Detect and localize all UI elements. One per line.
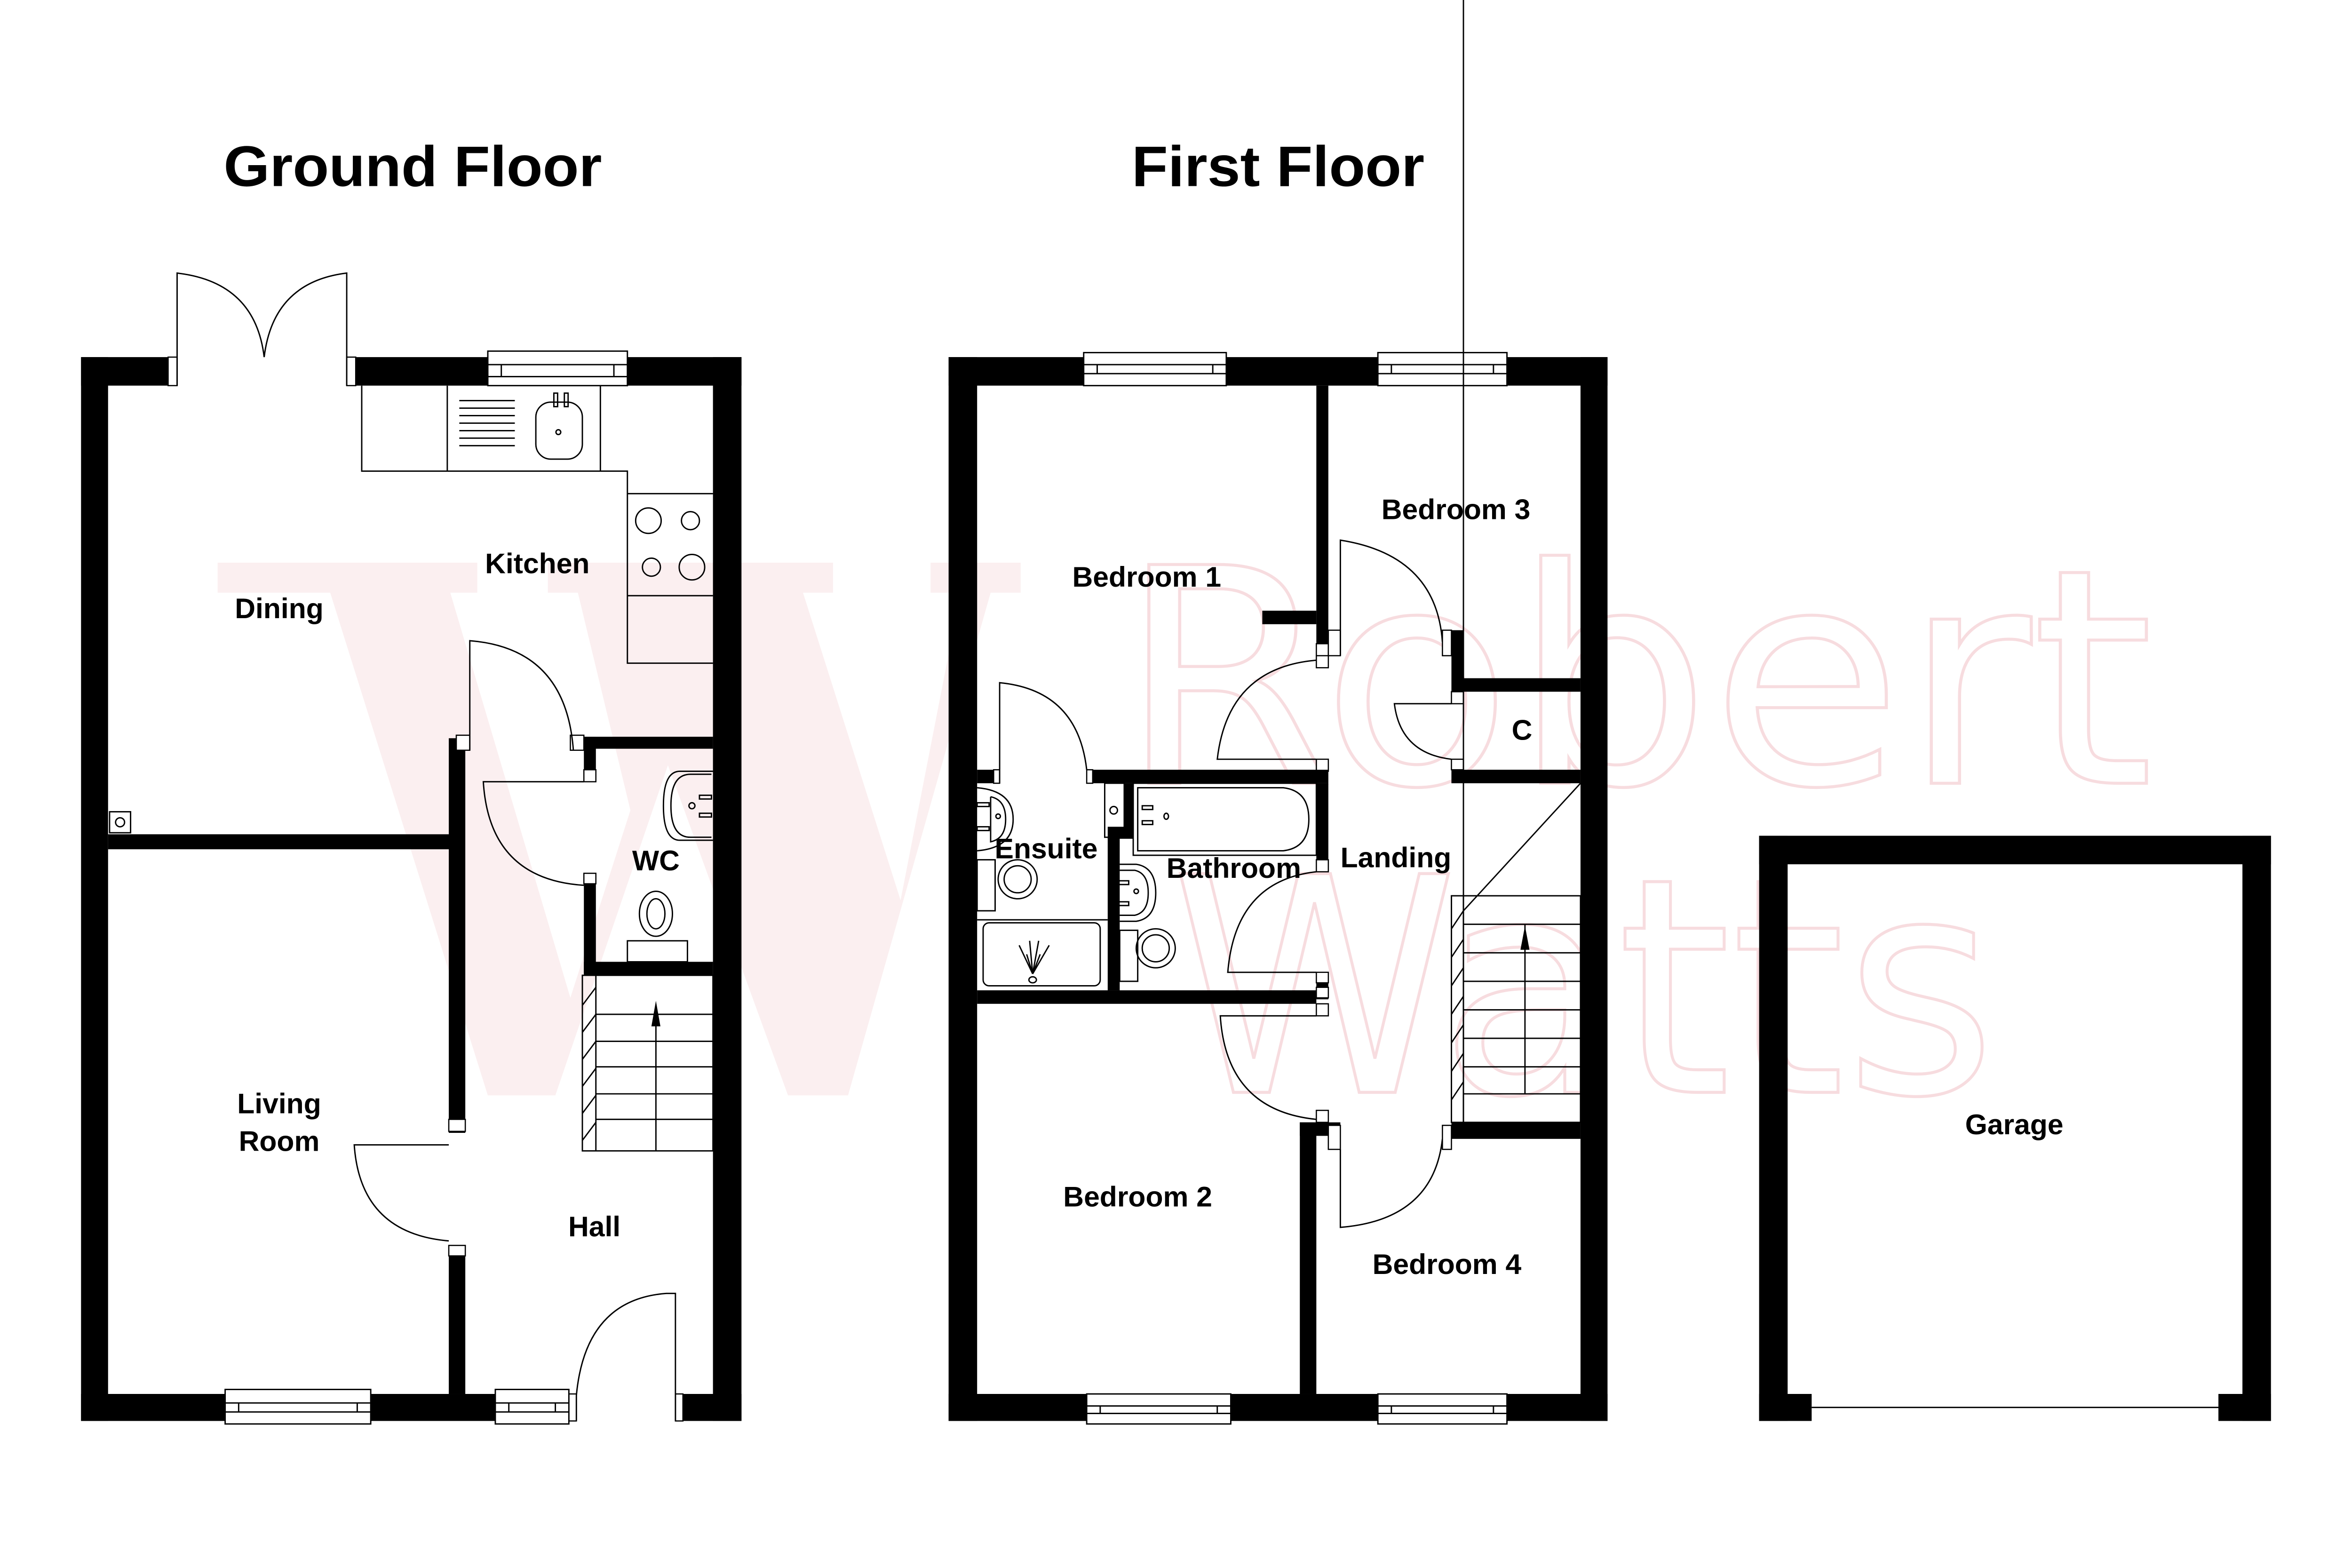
wall (1124, 783, 1134, 837)
ensuite-basin-icon (976, 787, 1014, 852)
door-cupboard[interactable] (1393, 703, 1452, 760)
wall (1759, 836, 2271, 865)
bathroom-basin-icon (1117, 863, 1157, 922)
door-ensuite[interactable] (999, 682, 1088, 783)
watermark-logo (217, 563, 1021, 1096)
room-label-garage: Garage (1965, 1108, 2064, 1140)
room-label-bedroom-4: Bedroom 4 (1373, 1248, 1522, 1280)
wall (1262, 611, 1317, 624)
first-floor-title: First Floor (1132, 135, 1424, 199)
first-floor: Bedroom 1 Bedroom 3 C Ensuite Bathroom L… (948, 0, 1608, 1425)
room-label-wc: WC (632, 844, 680, 876)
door-bedroom-1[interactable] (1216, 655, 1329, 772)
door-bedroom-3[interactable] (1339, 539, 1443, 656)
wall (1759, 1394, 1812, 1421)
wall (2218, 1394, 2271, 1421)
room-label-hall: Hall (568, 1210, 620, 1242)
french-doors[interactable] (167, 272, 357, 386)
door-bedroom-4[interactable] (1339, 1138, 1443, 1228)
room-label-cupboard: C (1512, 714, 1533, 746)
ground-floor-title: Ground Floor (223, 135, 602, 199)
wall (1759, 836, 1788, 1421)
wall (584, 737, 713, 749)
door-bathroom[interactable] (1227, 871, 1317, 973)
wall (977, 770, 994, 783)
wall (1451, 770, 1581, 783)
wall (584, 962, 713, 976)
drainer-icon (459, 400, 515, 446)
door-front[interactable] (568, 1292, 684, 1422)
kitchen-counter (361, 385, 713, 664)
wall (1231, 1394, 1378, 1421)
wall (1300, 1122, 1317, 1394)
window (1086, 1393, 1232, 1425)
window (1083, 352, 1227, 387)
wall (449, 738, 466, 1133)
stairs (581, 974, 714, 1152)
wall (1226, 357, 1378, 386)
wall (81, 1394, 225, 1421)
window (494, 1389, 570, 1425)
watermark: Robert Watts (217, 504, 2155, 1165)
stairs (1451, 0, 1581, 1123)
room-label-living-line2: Room (239, 1125, 320, 1157)
watermark-line1: Robert (1118, 505, 2154, 854)
sink-icon (535, 392, 583, 460)
shower-icon (977, 919, 1108, 987)
room-label-bedroom-2: Bedroom 2 (1063, 1180, 1212, 1212)
wall (1580, 357, 1608, 1421)
shelf-icon (1104, 782, 1125, 838)
wall (1451, 1122, 1581, 1139)
window (224, 1389, 372, 1425)
wall (371, 1394, 495, 1421)
wall (584, 873, 596, 974)
wall (2242, 836, 2271, 1421)
wc-basin-icon (662, 770, 713, 841)
wall (354, 357, 488, 386)
room-label-kitchen: Kitchen (485, 547, 589, 579)
bath-icon (1132, 782, 1317, 856)
stairs-up-arrow-icon (1520, 925, 1530, 950)
wall (948, 357, 977, 1421)
door-bedroom-2[interactable] (1219, 1015, 1317, 1120)
door-living-room[interactable] (353, 1144, 449, 1242)
boiler-icon (109, 811, 132, 834)
wall (713, 357, 742, 1421)
room-label-bedroom-3: Bedroom 3 (1382, 493, 1531, 525)
wall (948, 1394, 1087, 1421)
toilet-icon (627, 891, 688, 963)
ground-floor: Dining Kitchen WC Living Room Hall (81, 272, 742, 1425)
toilet-icon (976, 859, 1038, 912)
hob-icon (635, 507, 706, 581)
garage: Garage (1759, 836, 2271, 1421)
wall (977, 990, 1317, 1004)
wall (1092, 770, 1328, 783)
wall (108, 834, 451, 850)
room-label-bedroom-1: Bedroom 1 (1072, 561, 1221, 593)
room-label-landing: Landing (1341, 842, 1452, 874)
wall (683, 1394, 742, 1421)
window (1377, 352, 1508, 387)
door-wc[interactable] (482, 781, 584, 886)
window (487, 350, 628, 387)
room-label-living-line1: Living (237, 1088, 321, 1120)
wall (1316, 783, 1328, 872)
wall (1507, 1394, 1608, 1421)
wall (1107, 837, 1120, 991)
wall (1451, 678, 1581, 692)
stairs-up-arrow-icon (651, 1001, 660, 1027)
room-label-dining: Dining (235, 592, 324, 624)
wall (81, 357, 108, 1421)
toilet-icon (1119, 928, 1176, 982)
door-kitchen-hall[interactable] (455, 640, 585, 751)
room-label-ensuite: Ensuite (995, 832, 1098, 864)
window (1377, 1393, 1508, 1425)
room-label-bathroom: Bathroom (1167, 852, 1301, 884)
wall (449, 1245, 466, 1394)
wall (1316, 385, 1328, 656)
